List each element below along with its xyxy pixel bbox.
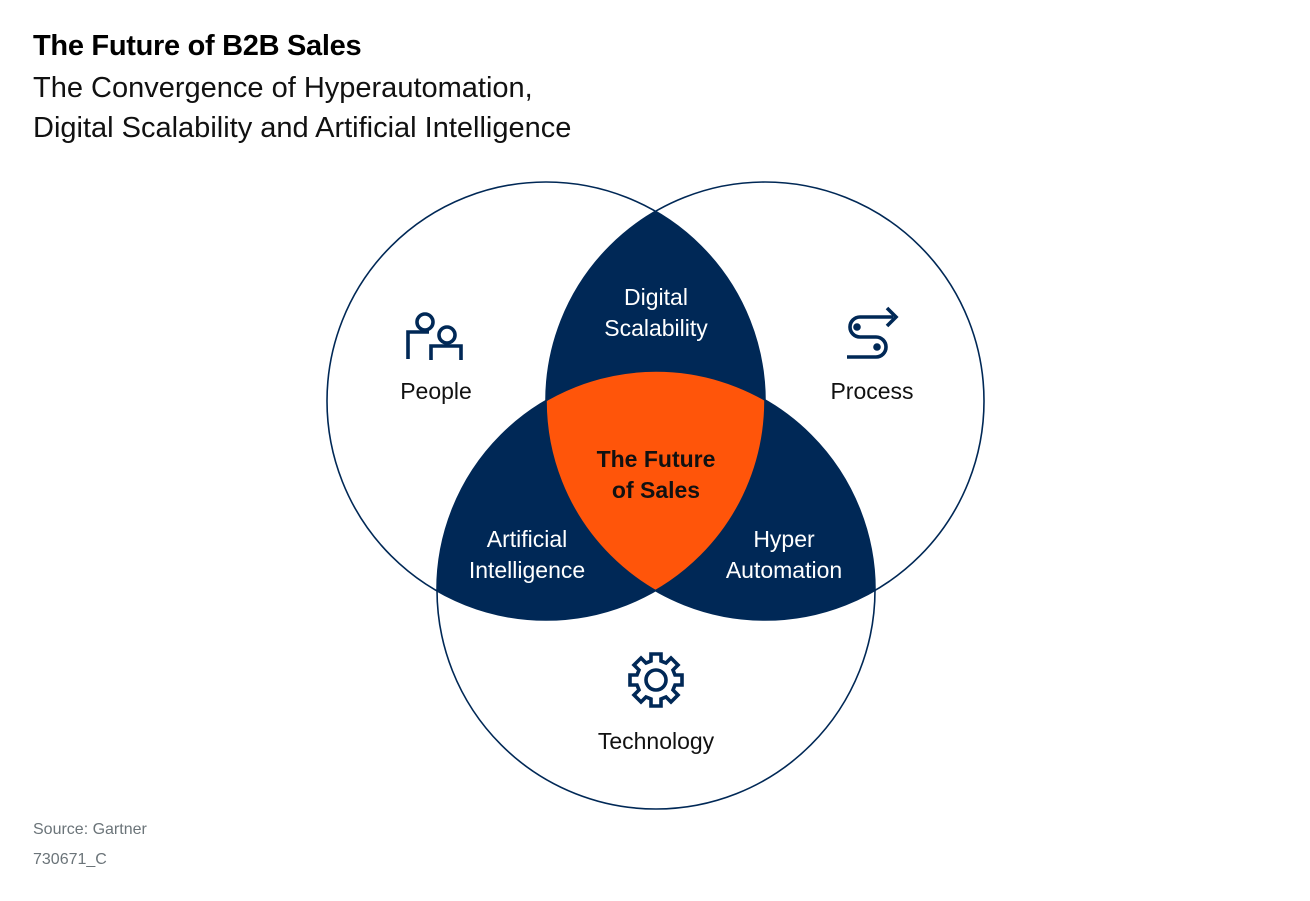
label-people: People bbox=[400, 378, 472, 404]
label-hyper-automation: Hyper Automation bbox=[726, 524, 842, 586]
label-future-of-sales: The Future of Sales bbox=[597, 444, 716, 506]
label-line: Hyper bbox=[753, 526, 815, 552]
figure-id: 730671_C bbox=[33, 851, 107, 868]
source-note: Source: Gartner bbox=[33, 821, 147, 838]
label-digital-scalability: Digital Scalability bbox=[604, 282, 708, 344]
label-line: Intelligence bbox=[468, 557, 586, 583]
process-icon bbox=[847, 306, 899, 359]
label-line: Scalability bbox=[604, 315, 708, 341]
subtitle-line-1: The Convergence of Hyperautomation, bbox=[33, 72, 533, 104]
gear-icon bbox=[628, 652, 684, 708]
circle-technology bbox=[436, 370, 876, 810]
people-icon bbox=[406, 312, 463, 360]
subtitle-line-2: Digital Scalability and Artificial Intel… bbox=[33, 112, 572, 144]
page-subtitle: The Convergence of Hyperautomation, Digi… bbox=[33, 68, 571, 148]
label-line: of Sales bbox=[611, 477, 701, 503]
label-line: Digital bbox=[624, 284, 688, 310]
label-line: Artificial bbox=[486, 526, 568, 552]
label-line: Automation bbox=[725, 557, 843, 583]
label-technology: Technology bbox=[597, 728, 715, 754]
label-line: The Future bbox=[596, 446, 716, 472]
label-artificial-intelligence: Artificial Intelligence bbox=[469, 524, 585, 586]
page-title: The Future of B2B Sales bbox=[33, 30, 362, 62]
circle-people bbox=[326, 181, 766, 621]
label-process: Process bbox=[830, 378, 914, 404]
